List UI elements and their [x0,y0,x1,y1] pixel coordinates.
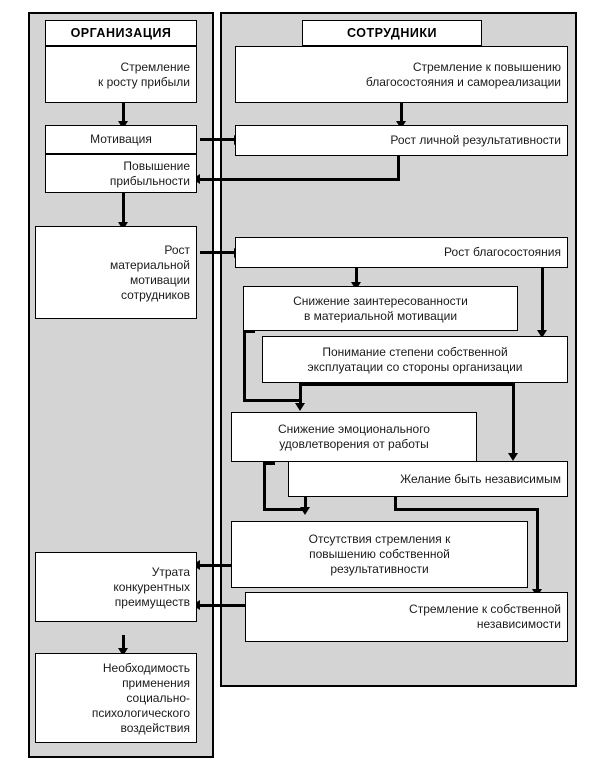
connector-ownindep-to-loss [198,604,246,607]
panel-header-employees: СОТРУДНИКИ [302,20,482,46]
connector-lowerinterest-left-h [243,330,255,333]
connector-lowerinterest-left-v [243,330,246,402]
node-wellbeing-growth-label: Рост благосостояния [444,245,561,259]
arrowhead-wellbeing-to-exploitation [537,330,547,338]
connector-desire-route-h [394,508,539,511]
connector-desire-feed-v [512,383,515,458]
connector-loss-to-need [122,635,125,653]
connector-profit-to-motivation [122,103,125,125]
node-personal-performance: Рост личной результативности [235,125,568,156]
connector-noaspiration-down [304,494,307,511]
connector-profitability-to-material [122,192,125,226]
node-desire-independence-label: Желание быть независимым [400,471,561,486]
connector-performance-down [397,156,400,181]
connector-noaspiration-to-loss [198,564,240,567]
connector-exploitation-down [299,383,302,407]
connector-lowerinterest-to-satisfaction-h [243,399,300,402]
connector-exploitation-right-h [299,383,515,386]
node-motivation: Мотивация [45,125,197,154]
connector-wellbeing-to-lowerinterest [355,268,358,286]
arrowhead-exploitation-to-satisfaction [295,403,305,411]
node-desire-independence: Желание быть независимым [288,461,568,497]
arrowhead-to-no-aspiration [300,507,310,515]
connector-desire-down-v1 [394,497,397,511]
connector-aspiration-to-performance [400,103,403,125]
node-wellbeing-growth: Рост благосостояния [235,237,568,268]
connector-material-to-wellbeing [200,251,240,254]
connector-wellbeing-to-exploitation [541,268,544,334]
node-personal-performance-label: Рост личной результативности [390,133,561,147]
connector-performance-to-profitability [198,178,400,181]
node-motivation-label: Мотивация [90,132,152,146]
connector-satisfaction-left-h [263,462,275,465]
arrowhead-to-desire-independence [508,453,518,461]
connector-desire-route-v2 [536,508,539,593]
arrowhead-loss-to-need [118,648,128,656]
connector-motivation-to-performance [200,138,240,141]
connector-satisfaction-to-noaspiration-h [263,508,306,511]
connector-satisfaction-left-v [263,462,266,511]
panel-header-organization: ОРГАНИЗАЦИЯ [45,20,197,46]
